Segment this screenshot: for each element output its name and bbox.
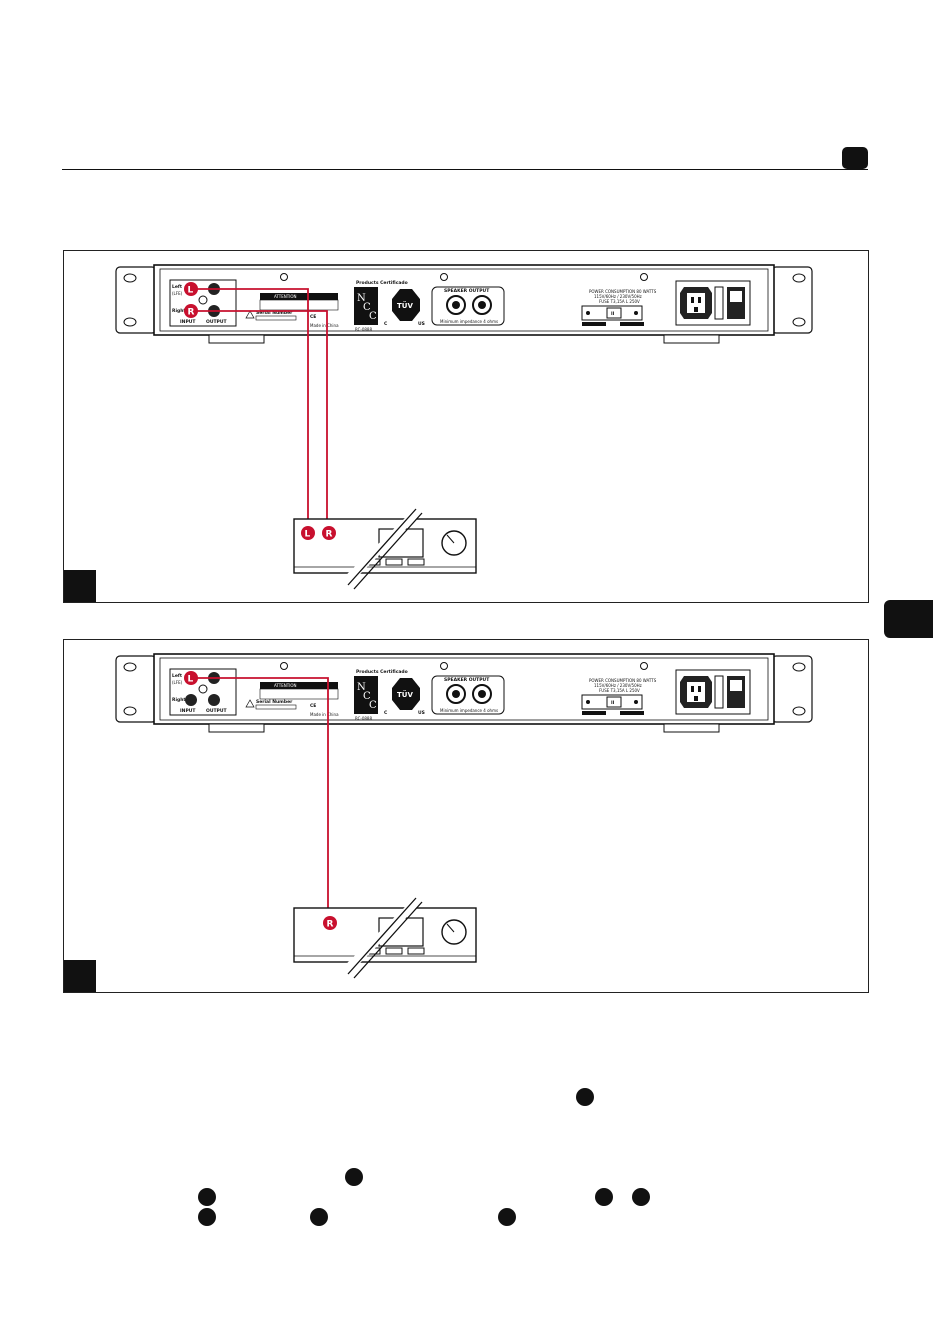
tuv-logo (392, 678, 420, 710)
certificate-label: Products Certificado (356, 669, 408, 675)
voltage-selector (606, 307, 622, 319)
svg-text:L: L (188, 675, 194, 685)
reference-dot (310, 1208, 328, 1226)
certificate-label: Products Certificado (356, 280, 408, 286)
figure-2-drawing: Left (LFE) Right INPUT OUTPUT ATTENTION … (115, 653, 813, 979)
impedance-label: Minimum impedance 4 ohms (440, 708, 498, 713)
svg-text:II: II (611, 700, 615, 706)
fuse-holder (714, 675, 724, 709)
svg-text:US: US (418, 710, 425, 716)
svg-text:II: II (611, 311, 615, 317)
svg-text:C: C (363, 691, 371, 702)
panel-badges: L R (184, 282, 198, 318)
svg-text:FUSE T3,15A L 250V: FUSE T3,15A L 250V (599, 299, 640, 304)
lfe-label: (LFE) (172, 680, 183, 685)
svg-text:TÜV: TÜV (397, 301, 413, 310)
fuse-holder (714, 286, 724, 320)
svg-text:R: R (188, 308, 195, 318)
figure-number-tab (64, 570, 96, 602)
svg-text:R: R (327, 920, 334, 930)
svg-text:RC-0888: RC-0888 (355, 327, 372, 332)
warning-triangle-icon (245, 310, 255, 319)
av-receiver: L R (293, 508, 477, 590)
chapter-side-tab (884, 600, 933, 638)
panel-badges: L (184, 671, 198, 685)
reference-dot (198, 1208, 216, 1226)
impedance-label: Minimum impedance 4 ohms (440, 319, 498, 324)
svg-text:C: C (384, 710, 388, 716)
figure-1-drawing: Left (LFE) Right INPUT OUTPUT ATTENTION … (115, 264, 813, 590)
reference-dot (498, 1208, 516, 1226)
left-label: Left (172, 673, 183, 679)
figure-lfe-connection: Left (LFE) Right INPUT OUTPUT ATTENTION … (63, 639, 869, 993)
right-label: Right (172, 697, 186, 703)
svg-text:115V/60Hz / 230V/50Hz: 115V/60Hz / 230V/50Hz (594, 294, 642, 299)
header-rule (62, 169, 868, 170)
serial-field (255, 315, 297, 321)
svg-text:R: R (326, 530, 333, 540)
figure-number-tab (64, 960, 96, 992)
svg-text:C: C (369, 311, 377, 322)
svg-text:C: C (384, 321, 388, 327)
page-corner-tab (842, 147, 868, 169)
attention-label-2: ATTENTION (274, 683, 297, 688)
reference-dot (345, 1168, 363, 1186)
svg-text:C: C (369, 700, 377, 711)
speaker-output-label: SPEAKER OUTPUT (444, 288, 490, 294)
tuv-logo (392, 289, 420, 321)
voltage-selector (606, 696, 622, 708)
subwoofer-rear-panel: Left (LFE) Right INPUT OUTPUT ATTENTION … (115, 653, 813, 733)
reference-dot (595, 1188, 613, 1206)
av-receiver: R (293, 897, 477, 979)
serial-number-label: Serial Number (256, 310, 293, 316)
ncc-logo (354, 676, 378, 714)
lfe-cable (191, 677, 329, 922)
input-label: INPUT (180, 319, 196, 325)
svg-text:C: C (363, 302, 371, 313)
serial-number-label: Serial Number (256, 699, 293, 705)
output-label: OUTPUT (206, 319, 228, 325)
lfe-label: (LFE) (172, 291, 183, 296)
svg-text:115V/60Hz / 230V/50Hz: 115V/60Hz / 230V/50Hz (594, 683, 642, 688)
svg-text:TÜV: TÜV (397, 690, 413, 699)
power-consumption-label: POWER CONSUMPTION 80 WATTS (589, 678, 657, 683)
right-label: Right (172, 308, 186, 314)
speaker-output-label: SPEAKER OUTPUT (444, 677, 490, 683)
subwoofer-rear-panel: Left (LFE) Right INPUT OUTPUT ATTENTION … (115, 264, 813, 344)
attention-label-1: ATTENTION (274, 294, 297, 299)
reference-dot (198, 1188, 216, 1206)
made-in-label: Made in China (310, 712, 339, 717)
serial-field (255, 704, 297, 710)
left-label: Left (172, 284, 183, 290)
svg-text:L: L (305, 530, 311, 540)
input-label: INPUT (180, 708, 196, 714)
output-label: OUTPUT (206, 708, 228, 714)
svg-text:US: US (418, 321, 425, 327)
made-in-label: Made in China (310, 323, 339, 328)
ce-mark: CE (310, 314, 316, 320)
reference-dot (576, 1088, 594, 1106)
warning-triangle-icon (245, 699, 255, 708)
svg-text:N: N (357, 682, 366, 693)
ncc-logo (354, 287, 378, 325)
svg-text:FUSE T3,15A L 250V: FUSE T3,15A L 250V (599, 688, 640, 693)
svg-text:N: N (357, 293, 366, 304)
ce-mark: CE (310, 703, 316, 709)
reference-dot (632, 1188, 650, 1206)
power-consumption-label: POWER CONSUMPTION 80 WATTS (589, 289, 657, 294)
svg-text:RC-0888: RC-0888 (355, 716, 372, 721)
rca-cables (191, 288, 328, 533)
svg-text:L: L (188, 286, 194, 296)
figure-stereo-connection: Left (LFE) Right INPUT OUTPUT ATTENTION … (63, 250, 869, 603)
